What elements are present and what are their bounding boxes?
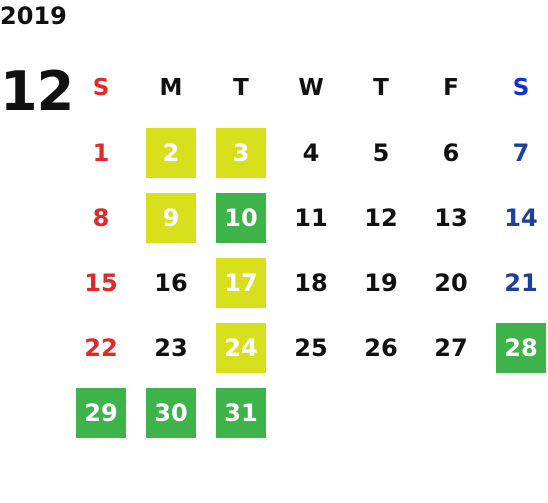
day-number: 8 <box>92 203 110 232</box>
day-cell[interactable]: 7 <box>486 120 548 185</box>
weekday-header-tuesday: T <box>233 74 249 101</box>
day-cell[interactable]: 23 <box>136 315 206 380</box>
day-cell[interactable]: 4 <box>276 120 346 185</box>
day-number: 27 <box>434 333 468 362</box>
day-cell[interactable]: 6 <box>416 120 486 185</box>
calendar-year: 2019 <box>0 2 67 30</box>
day-cell[interactable]: 29 <box>66 380 136 445</box>
day-cell[interactable]: 18 <box>276 250 346 315</box>
day-number: 24 <box>216 322 266 373</box>
day-number: 23 <box>154 333 188 362</box>
day-cell[interactable]: 11 <box>276 185 346 250</box>
day-cell[interactable]: 12 <box>346 185 416 250</box>
day-number: 17 <box>216 257 266 308</box>
day-cell[interactable]: 19 <box>346 250 416 315</box>
day-number: 18 <box>294 268 328 297</box>
weekday-header-saturday: S <box>512 74 530 101</box>
day-number: 5 <box>372 138 390 167</box>
day-cell[interactable]: 22 <box>66 315 136 380</box>
day-cell[interactable]: 2 <box>136 120 206 185</box>
day-number: 21 <box>504 268 538 297</box>
day-number: 11 <box>294 203 328 232</box>
day-number: 7 <box>512 138 530 167</box>
weekday-header-friday: F <box>443 74 459 101</box>
day-cell[interactable]: 30 <box>136 380 206 445</box>
weekday-header-monday: M <box>159 74 183 101</box>
day-number: 4 <box>302 138 320 167</box>
day-number: 10 <box>216 192 266 243</box>
day-number: 26 <box>364 333 398 362</box>
day-cell[interactable]: 14 <box>486 185 548 250</box>
weekday-header-sunday: S <box>92 74 110 101</box>
day-cell[interactable]: 13 <box>416 185 486 250</box>
day-cell[interactable]: 31 <box>206 380 276 445</box>
day-number: 25 <box>294 333 328 362</box>
day-number: 16 <box>154 268 188 297</box>
day-cell[interactable]: 1 <box>66 120 136 185</box>
day-cell[interactable]: 28 <box>486 315 548 380</box>
day-cell[interactable]: 5 <box>346 120 416 185</box>
day-number: 1 <box>92 138 110 167</box>
day-number: 20 <box>434 268 468 297</box>
day-number: 19 <box>364 268 398 297</box>
day-number: 14 <box>504 203 538 232</box>
day-number: 30 <box>146 387 196 438</box>
day-cell[interactable]: 3 <box>206 120 276 185</box>
day-cell[interactable]: 8 <box>66 185 136 250</box>
day-number: 29 <box>76 387 126 438</box>
day-cell[interactable]: 9 <box>136 185 206 250</box>
day-cell[interactable]: 10 <box>206 185 276 250</box>
day-cell[interactable]: 27 <box>416 315 486 380</box>
day-number: 2 <box>146 127 196 178</box>
day-number: 13 <box>434 203 468 232</box>
day-number: 15 <box>84 268 118 297</box>
day-number: 28 <box>496 322 546 373</box>
day-cell[interactable]: 15 <box>66 250 136 315</box>
day-cell[interactable]: 20 <box>416 250 486 315</box>
day-number: 31 <box>216 387 266 438</box>
day-cell[interactable]: 26 <box>346 315 416 380</box>
day-number: 9 <box>146 192 196 243</box>
day-number: 12 <box>364 203 398 232</box>
day-number: 22 <box>84 333 118 362</box>
day-cell[interactable]: 21 <box>486 250 548 315</box>
day-number: 6 <box>442 138 460 167</box>
day-number: 3 <box>216 127 266 178</box>
calendar-month: 12 <box>0 60 74 123</box>
weekday-header-thursday: T <box>373 74 389 101</box>
day-cell[interactable]: 24 <box>206 315 276 380</box>
day-cell[interactable]: 25 <box>276 315 346 380</box>
weekday-header-wednesday: W <box>298 74 324 101</box>
day-cell[interactable]: 16 <box>136 250 206 315</box>
day-cell[interactable]: 17 <box>206 250 276 315</box>
